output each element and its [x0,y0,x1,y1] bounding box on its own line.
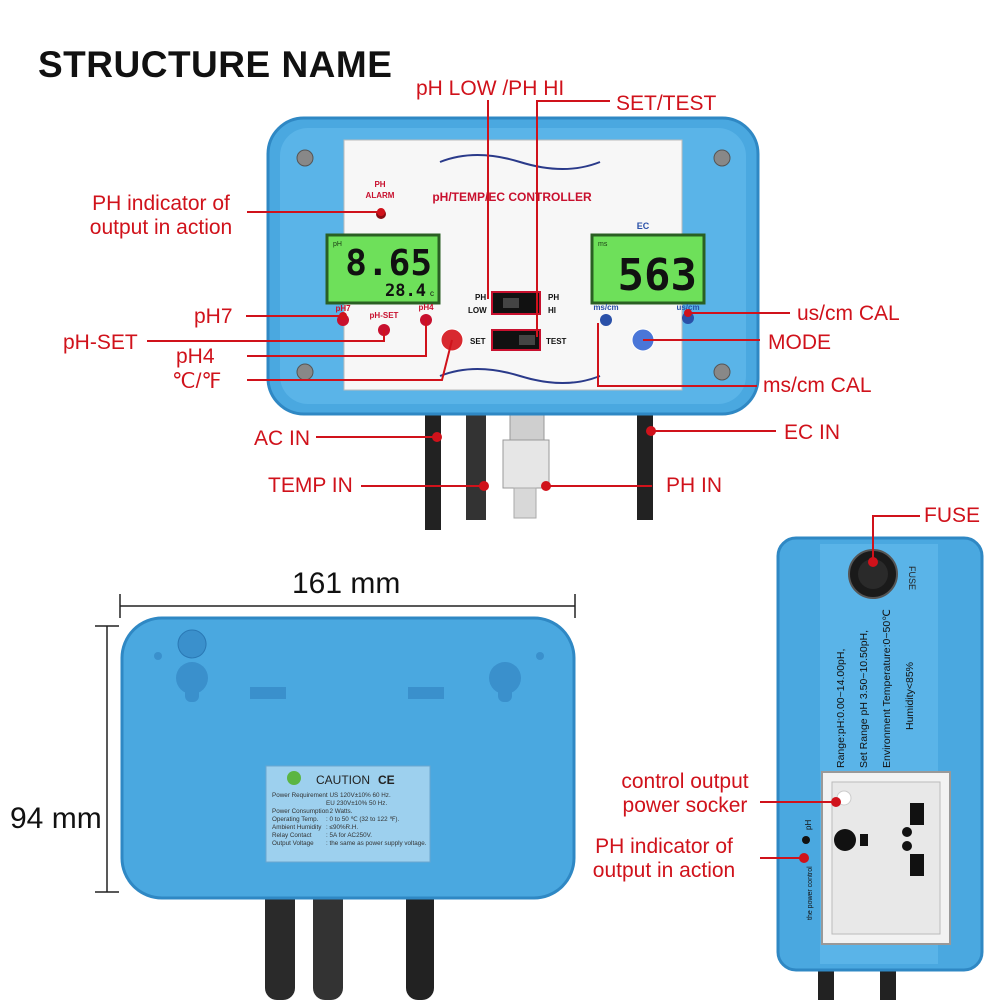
switch1-label: PH [548,293,559,302]
switch1-label: HI [548,306,556,315]
mount-slot [408,687,444,699]
switch2-label: SET [470,337,486,346]
screw-icon [296,363,314,381]
ph4-button-label: pH4 [418,303,434,312]
callout-dots [339,208,692,491]
phset-button-label: pH-SET [370,311,399,320]
uscm-button-label: us/cm [676,303,699,312]
svg-text:: US 120V±10% 60 Hz.: : US 120V±10% 60 Hz. [326,792,391,799]
cables [425,405,653,530]
brand-text: pH/TEMP/EC CONTROLLER [432,190,592,204]
ph-lcd-value: 8.65 [345,243,432,284]
ornament-top [439,154,601,170]
svg-text:Relay Contact: Relay Contact [272,832,312,839]
mscm-button[interactable] [600,314,612,326]
alarm-label: PH [374,180,385,189]
ornament-bottom [439,368,601,384]
socket-callout-lines [760,515,920,859]
label-us-cal: us/cm CAL [797,302,900,325]
switch1-label: LOW [468,306,487,315]
ph-led-label: pH [804,820,813,830]
svg-text:EU 230V±10% 50 Hz.: EU 230V±10% 50 Hz. [326,800,387,807]
caution-marks: CE [378,773,395,787]
page-title: STRUCTURE NAME [38,44,393,85]
switch1-label: PH [475,293,486,302]
svg-text:: the same as power supply vol: : the same as power supply voltage. [326,840,427,847]
svg-text:Power Requirement: Power Requirement [272,792,328,799]
screw-icon [713,363,731,381]
callout-lines [147,100,790,487]
svg-text:Output Voltage: Output Voltage [272,840,314,847]
svg-text:Range:pH:0.00~14.00pH,: Range:pH:0.00~14.00pH, [835,649,847,768]
back-view-diagram: CAUTION CE Power Requirement: US 120V±10… [95,594,576,1000]
ph-output-led-icon [802,836,810,844]
dimension-lines [95,594,576,893]
ec-lcd-value: 563 [618,250,697,301]
back-cables [265,880,434,1000]
svg-text:Set Range pH 3.50~10.50pH,: Set Range pH 3.50~10.50pH, [858,630,870,768]
socket-callout-dots [799,557,878,863]
label-ph7: pH7 [194,305,233,328]
width-dimension: 161 mm [292,567,401,600]
mscm-button-label: ms/cm [593,303,618,312]
screw-icon [296,149,314,167]
svg-text:: ≤90%R.H.: : ≤90%R.H. [326,824,358,831]
alarm-label: ALARM [366,191,395,200]
label-ph-in: PH IN [666,474,723,497]
controller-diagram: pH/TEMP/EC CONTROLLER PH ALARM pH 8.65 2… [147,100,790,530]
svg-text:Power Consumption: Power Consumption [272,808,329,815]
socket-specs: Range:pH:0.00~14.00pH, Set Range pH 3.50… [835,609,916,768]
caution-rows: Power Requirement: US 120V±10% 60 Hz. EU… [272,792,427,847]
temp-lcd-unit: c [430,289,434,298]
label-temp-unit: ℃/℉ [172,370,222,393]
label-temp-in: TEMP IN [268,474,353,497]
label-mode: MODE [768,331,831,354]
svg-text:: 2 Watts.: : 2 Watts. [326,808,353,815]
label-fuse: FUSE [924,504,981,527]
fuse-text: FUSE [907,566,917,590]
back-body [120,616,576,900]
ec-header: EC [637,221,650,231]
label-ac-in: AC IN [254,427,311,450]
ec-lcd-tag: ms [598,241,608,248]
svg-text:: 0 to 50 ℃ (32 to 122 ℉).: : 0 to 50 ℃ (32 to 122 ℉). [326,816,400,823]
svg-text:: 5A for AC250V.: : 5A for AC250V. [326,832,372,839]
label-ec-in: EC IN [784,421,841,444]
switch2-label: TEST [546,337,567,346]
temp-lcd-value: 28.4 [385,281,426,301]
label-ph-low-hi: pH LOW /PH HI [416,77,565,100]
svg-text:Humidity<85%: Humidity<85% [904,662,916,730]
label-ph-set: pH-SET [63,331,138,354]
rohs-icon [287,771,301,785]
socket-unit-diagram: FUSE Range:pH:0.00~14.00pH, Set Range pH… [760,515,984,1000]
ph-lcd-tag: pH [333,241,342,248]
label-ph4: pH4 [176,345,215,368]
svg-text:Operating Temp.: Operating Temp. [272,816,319,823]
svg-text:Environment Temperature:0~50℃: Environment Temperature:0~50℃ [881,609,893,768]
ph7-button-label: pH7 [335,304,351,313]
ph-lcd [325,233,441,305]
ec-lcd [590,233,706,305]
mount-slot [250,687,286,699]
label-set-test: SET/TEST [616,92,717,115]
label-ms-cal: ms/cm CAL [763,374,872,397]
height-dimension: 94 mm [10,802,102,835]
svg-text:Ambient Humidity: Ambient Humidity [272,824,322,831]
power-control-text: the power control [807,866,814,920]
caution-heading: CAUTION [316,773,370,787]
screw-icon [713,149,731,167]
